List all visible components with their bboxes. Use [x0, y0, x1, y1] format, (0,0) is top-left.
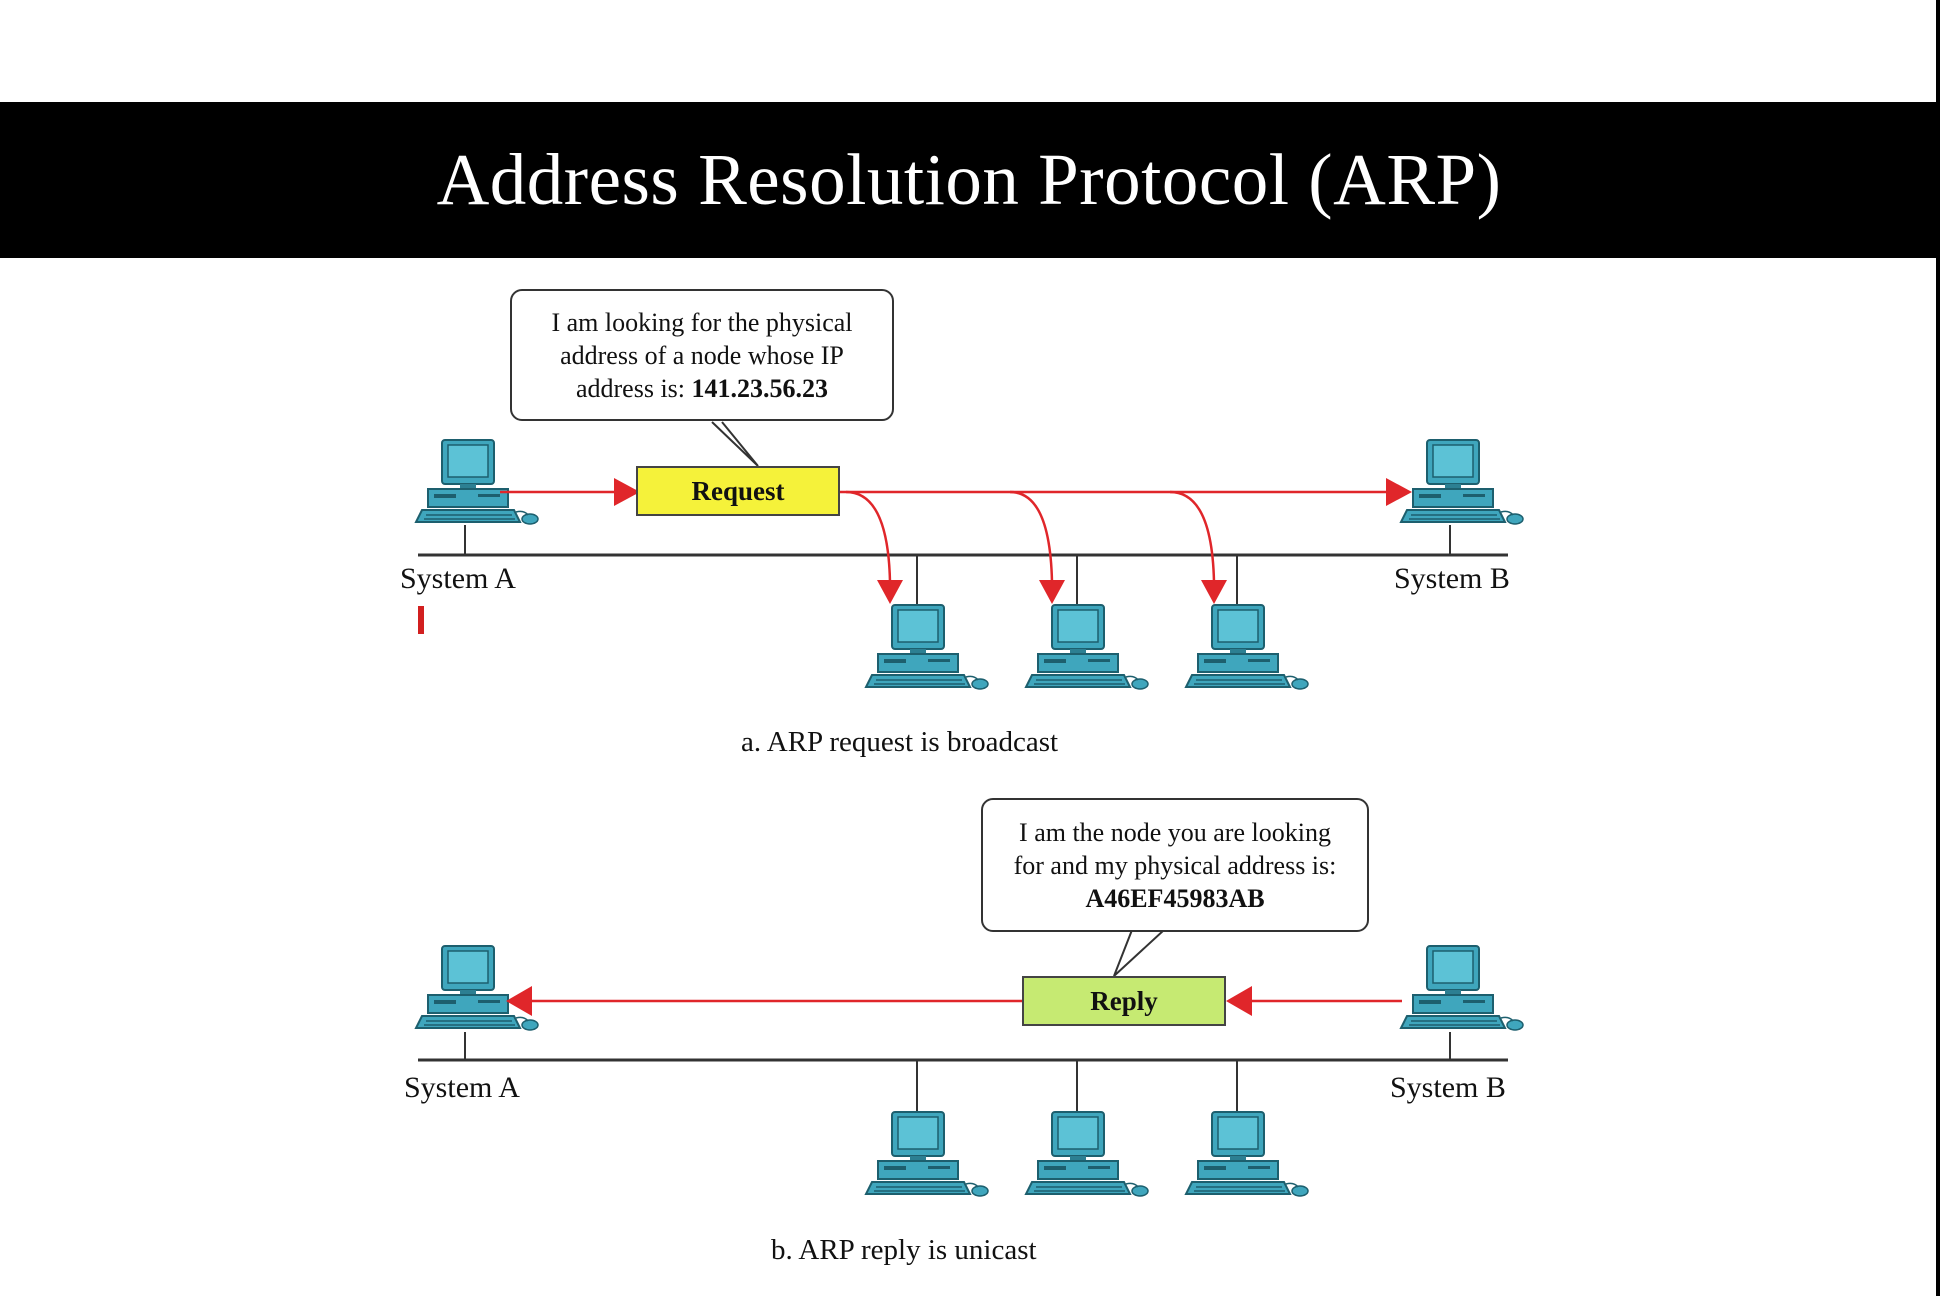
physical-address: A46EF45983AB	[1085, 884, 1265, 913]
arrow-icon	[1201, 580, 1227, 604]
slide-edge	[1936, 0, 1940, 1296]
system-a-label: System A	[404, 1071, 520, 1104]
caption-reply: b. ARP reply is unicast	[771, 1234, 1037, 1266]
request-callout: I am looking for the physical address of…	[510, 289, 894, 421]
reply-packet: Reply	[1022, 976, 1226, 1026]
callout-line: A46EF45983AB	[983, 882, 1367, 915]
callout-line: for and my physical address is:	[1013, 851, 1337, 880]
computer-icon	[1025, 604, 1149, 690]
computer-icon	[415, 439, 539, 525]
computer-icon	[865, 1111, 989, 1197]
callout-line: address is: 141.23.56.23	[512, 372, 892, 405]
computer-icon	[1185, 1111, 1309, 1197]
title-bar: Address Resolution Protocol (ARP)	[0, 102, 1938, 258]
arrow-icon	[614, 478, 640, 506]
request-packet: Request	[636, 466, 840, 516]
computer-icon	[1400, 439, 1524, 525]
arrow-icon	[1386, 478, 1412, 506]
computer-icon	[1185, 604, 1309, 690]
system-b-label: System B	[1394, 562, 1510, 595]
arrow-icon	[1039, 580, 1065, 604]
system-a-label: System A	[400, 562, 516, 595]
computer-icon	[415, 945, 539, 1031]
computer-icon	[865, 604, 989, 690]
callout-line: address is:	[575, 374, 692, 403]
arrow-icon	[877, 580, 903, 604]
callout-line: I am looking for the physical	[551, 308, 853, 337]
arrow-icon	[1226, 986, 1252, 1016]
callout-line: address of a node whose IP	[560, 341, 844, 370]
text-cursor	[418, 606, 424, 634]
caption-request: a. ARP request is broadcast	[741, 726, 1059, 758]
reply-callout: I am the node you are looking for and my…	[981, 798, 1369, 932]
arrow-icon	[506, 986, 532, 1016]
request-packet-label: Request	[691, 475, 785, 506]
computer-icon	[1400, 945, 1524, 1031]
reply-packet-label: Reply	[1090, 985, 1158, 1016]
callout-line: I am the node you are looking	[1019, 818, 1331, 847]
target-ip-address: 141.23.56.23	[691, 374, 829, 403]
page-title: Address Resolution Protocol (ARP)	[436, 139, 1502, 220]
computer-icon	[1025, 1111, 1149, 1197]
system-b-label: System B	[1390, 1071, 1506, 1104]
